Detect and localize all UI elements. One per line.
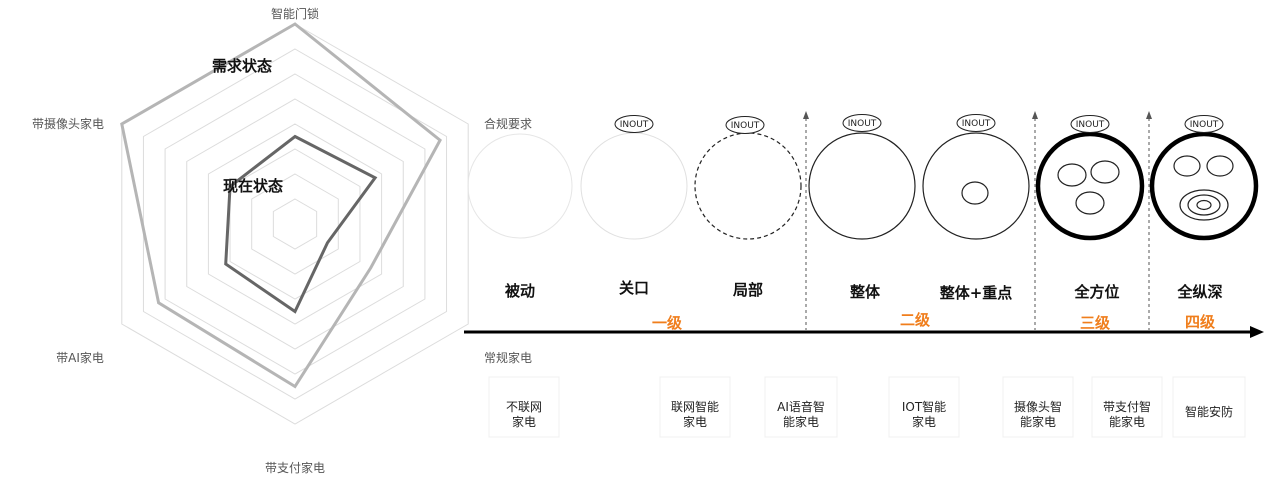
depth-ring-inner: [1196, 199, 1212, 211]
inout-ellipse-gateway: [614, 115, 654, 133]
product-box-non-networked: 不联网 家电: [488, 376, 560, 438]
product-line2: 家电: [912, 414, 936, 429]
stage-label-gateway: 关口: [619, 279, 649, 297]
product-box-ai-voice: AI语音智 能家电: [764, 376, 838, 438]
stage-labels: 被动 关口 局部 整体 整体+重点 全方位 全纵深: [505, 279, 1223, 302]
stage-circle-passive: [467, 133, 573, 239]
inout-ellipse-partial: [725, 116, 765, 134]
inout-ellipse-whole: [842, 114, 882, 132]
focus-ellipse: [961, 181, 989, 205]
product-line1: 带支付智: [1103, 399, 1151, 414]
divider-arrow-2: [1032, 111, 1038, 119]
stage-circle-full-depth: [1149, 131, 1259, 241]
stage-label-whole: 整体: [850, 283, 881, 301]
stage-circle-gateway: [580, 132, 688, 240]
product-box-frame: [1002, 376, 1074, 438]
product-box-iot: IOT智能 家电: [888, 376, 960, 438]
stage-circles: INOUT INOUT INOUT INOUT INOUT INOUT: [467, 114, 1259, 241]
product-line1: 联网智能: [671, 399, 719, 414]
product-box-security: 智能安防: [1172, 376, 1246, 438]
stage-label-partial: 局部: [732, 281, 763, 299]
current-state-label: 现在状态: [223, 177, 283, 195]
radar-grid-ring: [142, 48, 448, 400]
radar-grid-ring: [251, 173, 339, 275]
level-label-1: 一级: [652, 314, 683, 332]
product-line2: 能家电: [783, 414, 819, 429]
product-line1: 不联网: [506, 400, 542, 414]
divider-arrows: [803, 111, 1152, 119]
radar-grid-ring: [186, 98, 404, 350]
depth-ellipse-2: [1206, 155, 1234, 177]
product-box-frame: [888, 376, 960, 438]
product-line1: IOT智能: [902, 399, 946, 414]
stage-label-passive: 被动: [505, 282, 535, 300]
product-box-frame: [1091, 376, 1163, 438]
axis-label-smart-lock: 智能门锁: [271, 6, 319, 21]
demand-state-label: 需求状态: [212, 57, 272, 75]
product-line1: 智能安防: [1185, 404, 1233, 419]
level-label-2: 二级: [900, 311, 931, 329]
level-label-4: 四级: [1185, 313, 1216, 331]
stage-label-all-round: 全方位: [1073, 283, 1119, 301]
inout-label-all-round: INOUT: [1076, 120, 1105, 130]
product-line2: 能家电: [1020, 414, 1056, 429]
stage-label-full-depth: 全纵深: [1176, 283, 1222, 301]
product-box-payment: 带支付智 能家电: [1091, 376, 1163, 438]
inout-label-gateway: INOUT: [620, 120, 649, 130]
product-box-frame: [659, 376, 731, 438]
zone-ellipse-3: [1075, 191, 1105, 215]
inout-ellipse-whole-key: [956, 114, 996, 132]
stage-label-whole-key: 整体+重点: [940, 284, 1013, 302]
inout-label-whole: INOUT: [848, 119, 877, 129]
radar-grid-ring: [121, 23, 469, 425]
product-line2: 能家电: [1109, 414, 1145, 429]
product-box-frame: [488, 376, 560, 438]
radar-grid: [121, 23, 469, 425]
inout-label-full-depth: INOUT: [1190, 120, 1219, 130]
product-line1: 摄像头智: [1014, 399, 1062, 414]
product-line2: 家电: [512, 414, 536, 429]
divider-arrow-1: [803, 111, 809, 119]
product-line2: 家电: [683, 414, 707, 429]
stage-circle-whole: [808, 132, 916, 240]
progress-axis-arrowhead: [1250, 326, 1264, 338]
level-labels: 一级 二级 三级 四级: [652, 311, 1216, 332]
current-series-polygon: [224, 134, 378, 314]
radar-chart: 智能门锁 合规要求 常规家电 带支付家电 带AI家电 带摄像头家电 需求状态 现…: [32, 6, 532, 475]
level-label-3: 三级: [1080, 314, 1111, 332]
product-box-frame: [764, 376, 838, 438]
axis-label-ai-appliance: 带AI家电: [56, 350, 104, 365]
stage-circle-whole-key: [922, 132, 1030, 240]
product-box-camera: 摄像头智 能家电: [1002, 376, 1074, 438]
axis-label-camera-appliance: 带摄像头家电: [32, 116, 104, 131]
radar-grid-ring: [207, 123, 383, 325]
zone-ellipse-2: [1090, 160, 1120, 184]
axis-label-normal-appliance: 常规家电: [484, 350, 532, 365]
depth-ring-outer: [1179, 189, 1229, 221]
product-line1: AI语音智: [777, 399, 825, 414]
stage-circle-all-round: [1035, 131, 1145, 241]
product-box-frame: [1172, 376, 1246, 438]
inout-ellipse-full-depth: [1184, 115, 1224, 133]
radar-grid-ring: [164, 73, 426, 375]
axis-label-payment-appliance: 带支付家电: [265, 460, 325, 475]
inout-label-whole-key: INOUT: [962, 119, 991, 129]
zone-ellipse-1: [1057, 163, 1087, 187]
radar-grid-ring: [272, 198, 318, 250]
level-dividers: [805, 118, 1150, 330]
stage-circle-partial: [694, 132, 802, 240]
demand-series-polygon: [120, 22, 442, 389]
depth-ring-middle: [1187, 194, 1221, 216]
inout-label-partial: INOUT: [731, 121, 760, 131]
depth-ellipse-1: [1173, 155, 1201, 177]
product-boxes: 不联网 家电 联网智能 家电 AI语音智 能家电 IOT智能 家电 摄像头智 能…: [488, 376, 1246, 438]
axis-label-compliance: 合规要求: [484, 116, 532, 131]
inout-ellipse-all-round: [1070, 115, 1110, 133]
divider-arrow-3: [1146, 111, 1152, 119]
product-box-networked: 联网智能 家电: [659, 376, 731, 438]
